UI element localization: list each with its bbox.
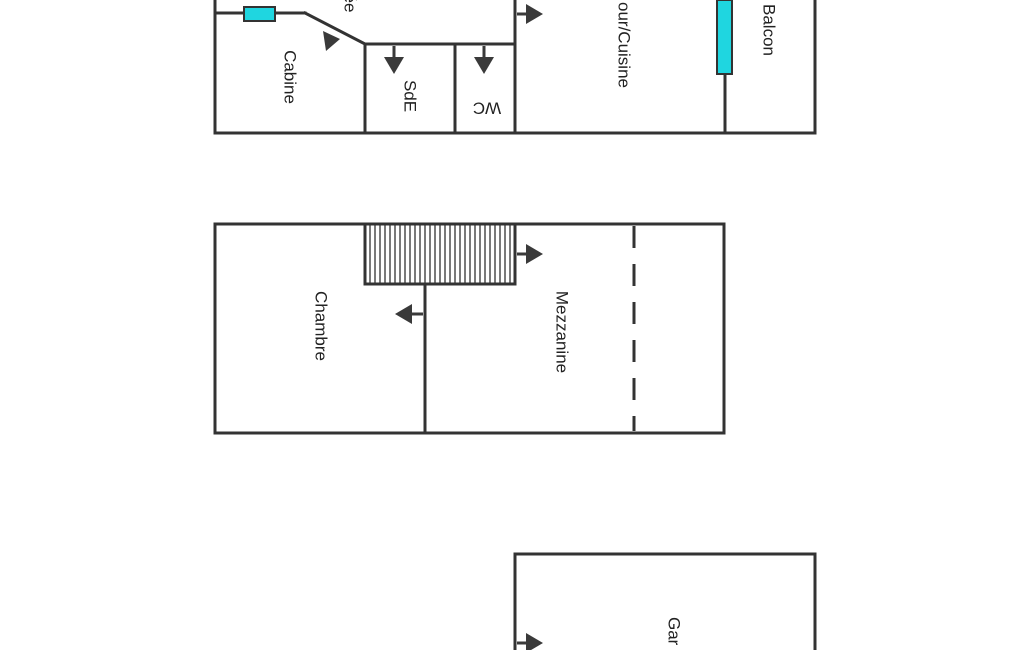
- room-label-sde: SdE: [401, 80, 420, 112]
- window-icon: [243, 6, 276, 22]
- wc-door-arrow-icon: [474, 46, 494, 74]
- room-label-garage: Gar: [665, 617, 684, 646]
- middle-floor: Chambre Mezzanine: [213, 222, 726, 435]
- room-label-wc: WC: [473, 99, 501, 118]
- lower-floor: Gar: [513, 552, 817, 650]
- room-label-sejour-cuisine: our/Cuisine: [615, 2, 634, 88]
- room-label-entree: ée: [341, 0, 360, 12]
- mezzanine-arrow-icon: [517, 244, 543, 264]
- room-label-mezzanine: Mezzanine: [553, 291, 572, 373]
- sejour-door-arrow-icon: [517, 4, 543, 24]
- lower-floor-walls: [513, 552, 817, 650]
- room-label-balcon: Balcon: [760, 4, 779, 56]
- chambre-door-arrow-icon: [395, 304, 423, 324]
- room-label-cabine: Cabine: [281, 50, 300, 104]
- door-arrow-icon: [323, 31, 340, 51]
- balcony-window-icon: [716, 0, 733, 75]
- garage-door-arrow-icon: [517, 633, 543, 650]
- sde-door-arrow-icon: [384, 46, 404, 74]
- upper-floor: ée Cabine SdE WC our/Cuisine Balcon: [213, 0, 817, 135]
- staircase: [363, 222, 517, 286]
- room-label-chambre: Chambre: [312, 291, 331, 361]
